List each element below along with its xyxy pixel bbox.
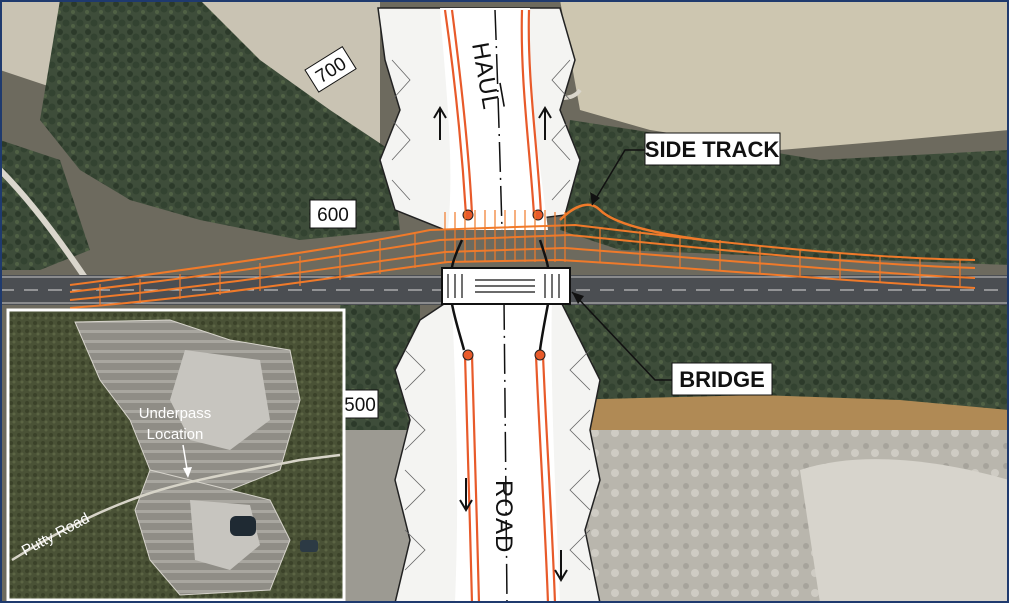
inset-underpass-label-line1: Underpass bbox=[139, 405, 212, 422]
direction-arrows bbox=[433, 106, 568, 582]
contour-label-600: 600 bbox=[309, 199, 357, 229]
inset-underpass-label-line2: Location bbox=[147, 426, 204, 443]
bridge-label: BRIDGE bbox=[679, 367, 765, 392]
side-track-label: SIDE TRACK bbox=[645, 137, 780, 162]
side-track bbox=[69, 203, 976, 309]
svg-text:500: 500 bbox=[344, 395, 376, 416]
contour-label-500: 500 bbox=[341, 389, 379, 419]
bridge-callout: BRIDGE bbox=[571, 291, 773, 396]
haul-road bbox=[433, 8, 568, 603]
haul-road-node bbox=[462, 349, 474, 361]
road-label: ROAD bbox=[490, 480, 517, 553]
bridge-structure bbox=[441, 239, 571, 351]
svg-text:—: — bbox=[488, 80, 519, 108]
side-track-callout: SIDE TRACK bbox=[590, 132, 781, 206]
svg-text:600: 600 bbox=[317, 205, 349, 226]
haul-road-node bbox=[534, 349, 546, 361]
inset-location-map: Underpass Location Putty Road bbox=[6, 308, 346, 602]
haul-road-edge-lines bbox=[443, 9, 557, 603]
